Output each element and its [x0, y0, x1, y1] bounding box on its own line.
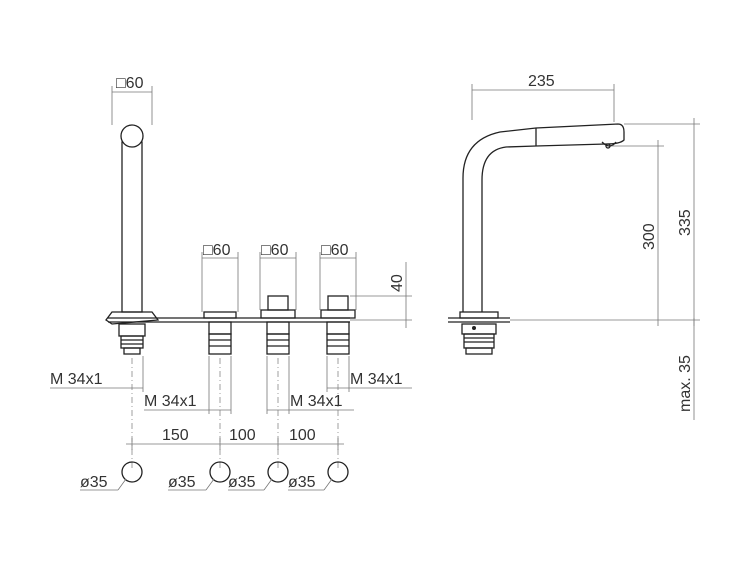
- handle-front-1: [203, 311, 237, 355]
- thread-spout-label: M 34x1: [50, 371, 103, 388]
- spacing-dimensions: 150 100 100: [126, 427, 344, 450]
- spacing-label-3: 100: [289, 427, 316, 444]
- handle-square-label-3: □60: [321, 242, 349, 259]
- total-height-label: 335: [677, 209, 694, 236]
- dimension-handle-height: 40: [350, 262, 412, 328]
- center-lines: [131, 358, 339, 468]
- dimension-handle-square-1: □60: [201, 242, 239, 312]
- handle-height-label: 40: [389, 274, 406, 292]
- thread-handle-label-2: M 34x1: [290, 393, 343, 410]
- hole-label-4: ø35: [288, 474, 316, 491]
- hole-label-2: ø35: [168, 474, 196, 491]
- dimension-max-deck: max. 35: [677, 318, 695, 420]
- handle-front-2: [260, 295, 296, 355]
- hole-circle-2: [209, 461, 231, 483]
- outlet-height-label: 300: [641, 223, 658, 250]
- spacing-label-2: 100: [229, 427, 256, 444]
- thread-handle-label-1: M 34x1: [144, 393, 197, 410]
- hole-circle-1: [121, 461, 143, 483]
- dimension-handle-square-3: □60: [319, 242, 357, 310]
- handle-front-3: [320, 295, 356, 355]
- max-deck-label: max. 35: [677, 355, 694, 412]
- hole-circle-3: [267, 461, 289, 483]
- dimension-total-height: 335: [510, 118, 700, 326]
- hole-label-1: ø35: [80, 474, 108, 491]
- spout-front: [105, 124, 160, 355]
- spout-side: [462, 123, 625, 312]
- side-base: [448, 311, 510, 355]
- dimension-reach: 235: [471, 73, 615, 122]
- reach-label: 235: [528, 73, 555, 90]
- spacing-label-1: 150: [162, 427, 189, 444]
- spout-square-label: □60: [116, 75, 144, 92]
- dimension-outlet-height: 300: [612, 140, 664, 326]
- hole-circles: ø35 ø35 ø35 ø35: [80, 461, 349, 491]
- hole-label-3: ø35: [228, 474, 256, 491]
- dimension-handle-square-2: □60: [259, 242, 297, 310]
- dimension-spout-square: □60: [111, 75, 153, 125]
- thread-labels: M 34x1 M 34x1 M 34x1 M 34x1: [50, 356, 412, 414]
- thread-handle-label-3: M 34x1: [350, 371, 403, 388]
- side-view: 235 335 300 max. 35: [448, 73, 700, 420]
- handle-square-label-2: □60: [261, 242, 289, 259]
- handle-square-label-1: □60: [203, 242, 231, 259]
- hole-circle-4: [327, 461, 349, 483]
- front-view: □60 □60 □60 □60 40 M 34x: [50, 75, 412, 491]
